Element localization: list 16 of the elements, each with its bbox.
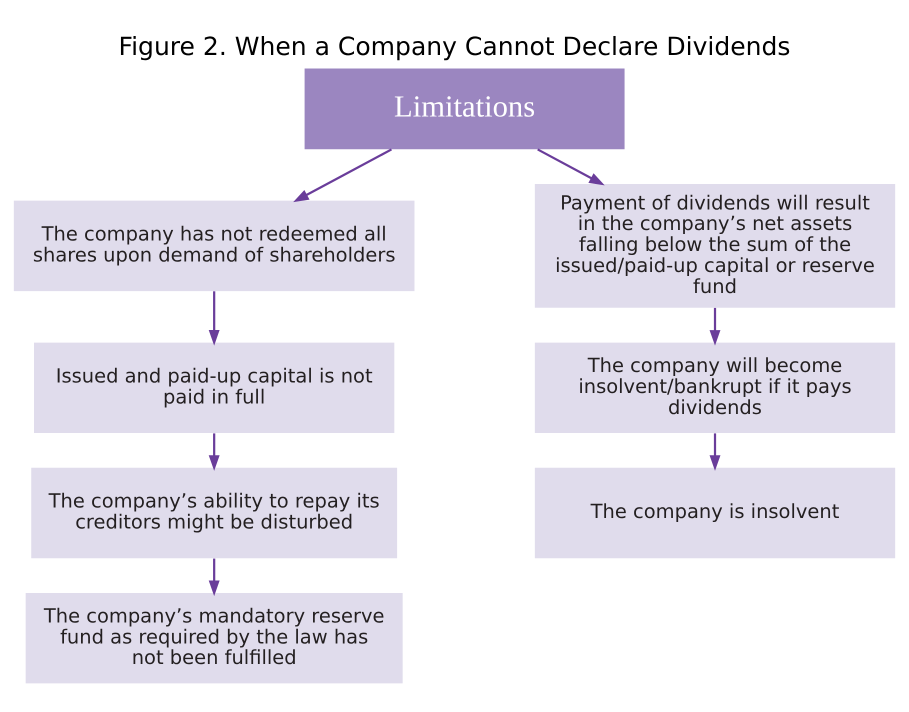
node-box: The company has not redeemed all shares upon demand of shareholders: [14, 200, 414, 291]
arrow: [537, 148, 605, 185]
arrow: [710, 432, 720, 470]
node-box: The company’s mandatory reserve fund as required by the law has not been fulfilled: [26, 592, 403, 683]
arrow: [710, 307, 720, 346]
node-box: The company will become insolvent/bankrupt if it pays dividends: [534, 342, 896, 433]
arrow: [208, 432, 220, 470]
node-box: Issued and paid-up capital is not paid in full: [34, 342, 394, 433]
node-box: Limitations: [304, 68, 625, 149]
diagram-title: Figure 2. When a Company Cannot Declare Dividends: [118, 32, 790, 61]
arrow: [208, 558, 220, 596]
arrow: [293, 148, 392, 202]
node-box: The company’s ability to repay its creditors might be disturbed: [31, 467, 398, 558]
node-box: Payment of dividends will result in the company’s net assets falling below the sum of the issued/paid-up capital or reserve fund: [534, 184, 896, 308]
arrow: [208, 290, 220, 346]
node-box: The company is insolvent: [534, 467, 896, 558]
